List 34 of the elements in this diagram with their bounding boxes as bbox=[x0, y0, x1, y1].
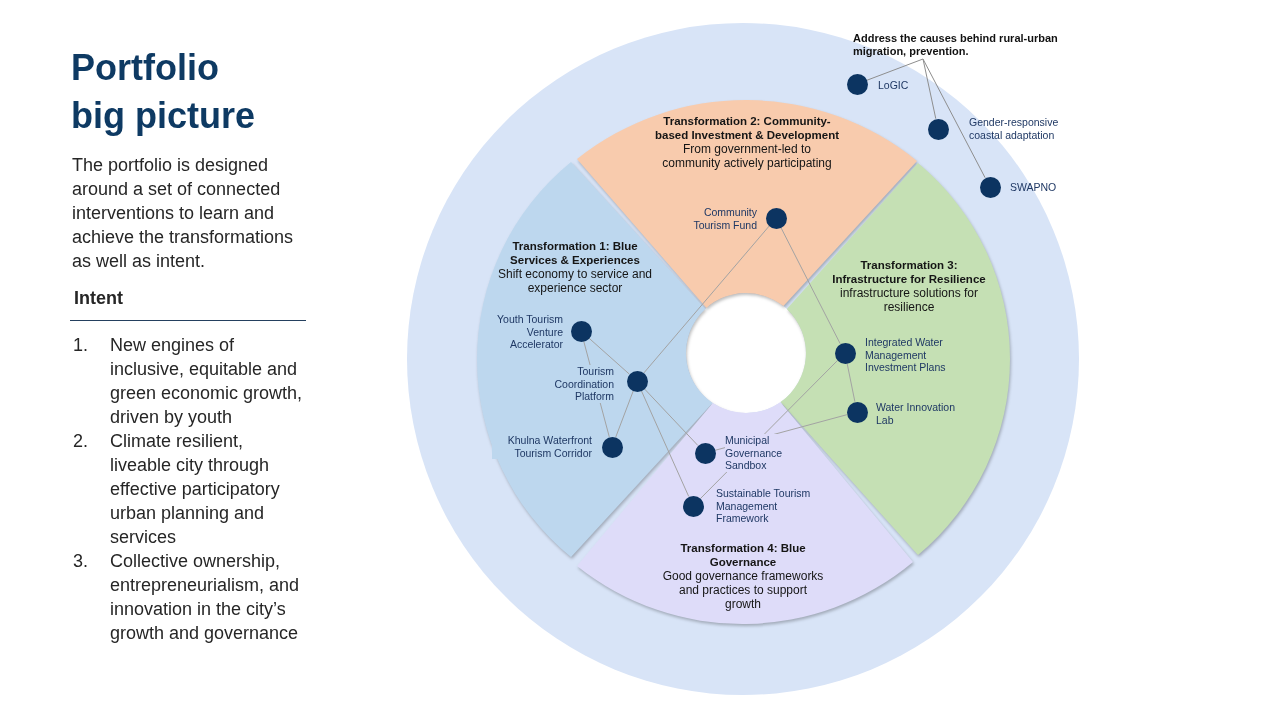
connector-line bbox=[714, 414, 848, 451]
list-number: 1. bbox=[73, 334, 89, 357]
connector-line bbox=[615, 390, 634, 438]
segment-title: Transformation 4: Blue Governance bbox=[679, 541, 807, 569]
connector-line bbox=[583, 340, 610, 438]
segment-description: Good governance frameworks and practices to support growth bbox=[661, 569, 825, 611]
list-item-text: New engines of inclusive, equitable and green economic growth, driven by youth bbox=[110, 334, 303, 429]
intro-paragraph: The portfolio is designed around a set of connected interventions to learn and achieve the transformations as well as intent. bbox=[72, 154, 295, 273]
leader-line bbox=[866, 58, 924, 81]
leader-line bbox=[922, 58, 937, 120]
list-number: 2. bbox=[73, 430, 89, 453]
connector-line bbox=[643, 225, 770, 374]
connector-line bbox=[780, 226, 841, 345]
connector-line bbox=[640, 390, 690, 497]
segment-description: infrastructure solutions for resilience bbox=[838, 286, 980, 314]
list-number: 3. bbox=[73, 550, 89, 573]
list-item-text: Collective ownership, entrepreneurialism, and innovation in the city’s growth and governance bbox=[110, 550, 301, 645]
connector-line bbox=[588, 337, 630, 375]
connector-line bbox=[846, 362, 856, 403]
node-label: Khulna Waterfront Tourism Corridor bbox=[492, 434, 592, 459]
section-heading: Intent bbox=[74, 287, 124, 310]
segment-description: Shift economy to service and experience sector bbox=[496, 267, 654, 295]
callout-text: Address the causes behind rural-urban migration, prevention. bbox=[853, 32, 1068, 58]
list-item-text: Climate resilient, liveable city through effective participatory urban planning and services bbox=[110, 430, 281, 549]
leader-line bbox=[922, 58, 986, 179]
segment-title: Transformation 1: Blue Services & Experiences bbox=[509, 239, 641, 267]
page-title: Portfolio big picture bbox=[71, 46, 256, 138]
segment-title: Transformation 3: Infrastructure for Resilience bbox=[831, 258, 987, 286]
segment-title: Transformation 2: Community-based Investment & Development bbox=[653, 114, 841, 142]
node-label: Gender-responsive coastal adaptation bbox=[969, 116, 1060, 141]
node-label: SWAPNO bbox=[1010, 181, 1058, 194]
segment-description: From government-led to community actively participating bbox=[661, 142, 833, 170]
connector-line bbox=[643, 388, 699, 446]
node-label: LoGIC bbox=[878, 79, 910, 92]
